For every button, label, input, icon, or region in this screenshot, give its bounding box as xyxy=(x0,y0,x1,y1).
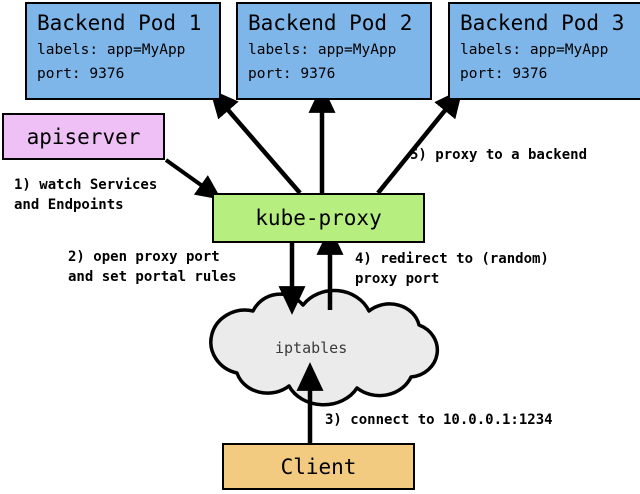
kube-proxy-box[interactable]: kube-proxy xyxy=(212,193,425,243)
pod-labels: labels: app=MyApp xyxy=(37,42,186,58)
step-4-line-2: proxy port xyxy=(355,271,440,287)
backend-pod-3-box[interactable]: Backend Pod 3 labels: app=MyApp port: 93… xyxy=(448,2,640,100)
kube-proxy-label: kube-proxy xyxy=(255,206,382,230)
pod-title: Backend Pod 3 xyxy=(460,11,625,35)
arrow-apiserver-to-kubeproxy xyxy=(164,158,222,200)
backend-pod-1-box[interactable]: Backend Pod 1 labels: app=MyApp port: 93… xyxy=(25,2,221,100)
pod-port: port: 9376 xyxy=(248,66,336,82)
pod-port: port: 9376 xyxy=(460,66,548,82)
step-5: 5) proxy to a backend xyxy=(410,147,588,163)
client-label: Client xyxy=(280,454,357,479)
step-3: 3) connect to 10.0.0.1:1234 xyxy=(325,412,553,428)
step-2-line-1: 2) open proxy port xyxy=(68,249,220,265)
backend-pod-2-box[interactable]: Backend Pod 2 labels: app=MyApp port: 93… xyxy=(236,2,432,100)
apiserver-label: apiserver xyxy=(26,124,141,149)
pod-labels: labels: app=MyApp xyxy=(248,42,397,58)
iptables-label: iptables xyxy=(275,339,348,357)
pod-title: Backend Pod 1 xyxy=(37,11,202,35)
pod-labels: labels: app=MyApp xyxy=(460,42,609,58)
apiserver-box[interactable]: apiserver xyxy=(2,113,165,160)
step-4-line-1: 4) redirect to (random) xyxy=(355,251,549,267)
pod-title: Backend Pod 2 xyxy=(248,11,413,35)
step-2-line-2: and set portal rules xyxy=(68,269,237,285)
arrow-kubeproxy-to-pod1 xyxy=(209,88,302,195)
step-1-line-2: and Endpoints xyxy=(14,197,124,213)
client-box[interactable]: Client xyxy=(222,443,415,490)
step-1-line-1: 1) watch Services xyxy=(14,177,158,193)
pod-port: port: 9376 xyxy=(37,66,125,82)
